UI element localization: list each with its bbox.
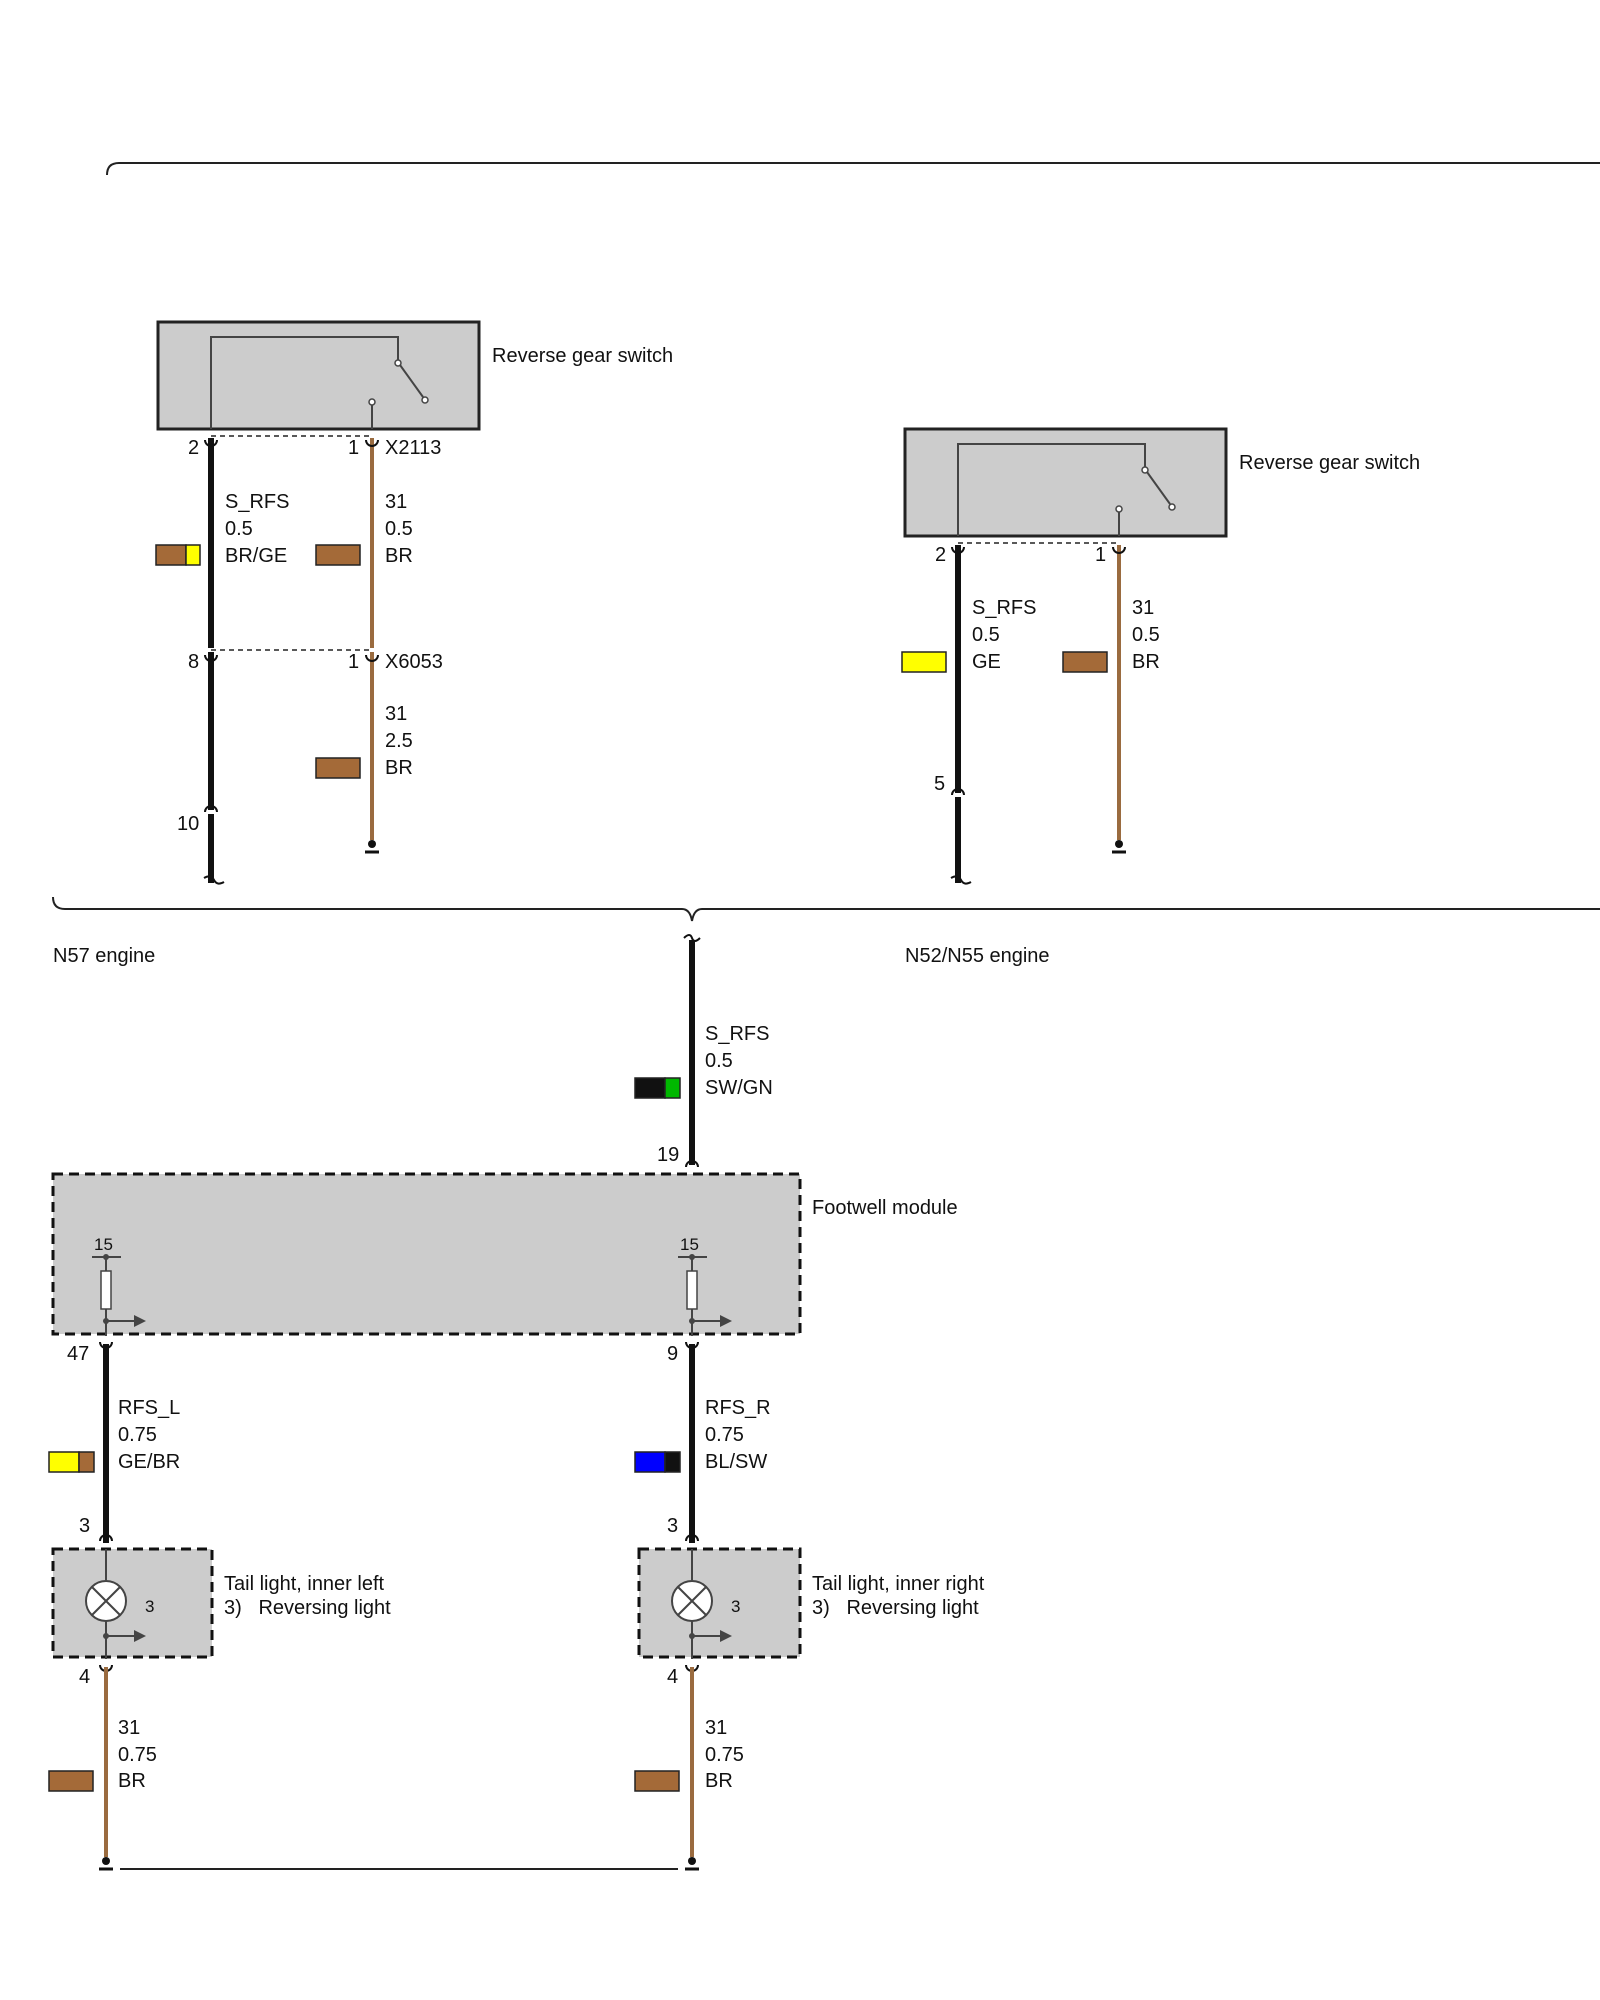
ground-left-signal: 31 — [118, 1717, 140, 1739]
n57-switch-title: Reverse gear switch — [492, 345, 673, 367]
rfs-r-signal: RFS_R — [705, 1397, 771, 1419]
n57-srfs-swatch-brown — [155, 544, 187, 566]
tail-right-note: 3) Reversing light — [812, 1597, 979, 1619]
ground-left-swatch — [48, 1770, 94, 1792]
rfs-l-color: GE/BR — [118, 1451, 180, 1473]
n57-reverse-gear-switch — [156, 320, 481, 431]
tail-left-pin-4: 4 — [79, 1666, 90, 1688]
n57-pin-1: 1 — [348, 437, 359, 459]
rfs-l-swatch-brown — [78, 1451, 95, 1473]
n57-31-bottom-size: 2.5 — [385, 730, 413, 752]
n57-srfs-size: 0.5 — [225, 518, 253, 540]
n52-switch-title: Reverse gear switch — [1239, 452, 1420, 474]
n52-srfs-swatch — [901, 651, 947, 673]
rfs-r-color: BL/SW — [705, 1451, 767, 1473]
common-srfs-size: 0.5 — [705, 1050, 733, 1072]
tail-left-bulb-icon — [85, 1549, 146, 1659]
tail-left-pin-3: 3 — [79, 1515, 90, 1537]
footwell-pin-47: 47 — [67, 1343, 89, 1365]
n57-pin-10: 10 — [177, 813, 199, 835]
tail-right-pin-3: 3 — [667, 1515, 678, 1537]
engine-variant-brace — [52, 896, 1600, 922]
n52-reverse-gear-switch — [903, 427, 1228, 538]
footwell-left-term: 15 — [94, 1235, 113, 1254]
n57-pin-2: 2 — [188, 437, 199, 459]
n57-31-bottom-signal: 31 — [385, 703, 407, 725]
ground-left-color: BR — [118, 1770, 146, 1792]
common-srfs-swatch-black — [634, 1077, 666, 1099]
n57-pin-8: 8 — [188, 651, 199, 673]
footwell-right-driver-icon — [678, 1254, 732, 1336]
rfs-l-swatch-yellow — [48, 1451, 80, 1473]
n57-31-swatch — [315, 544, 361, 566]
tail-light-right-box — [637, 1547, 802, 1659]
n52-pin-2: 2 — [935, 544, 946, 566]
n57-ground-icon — [365, 840, 379, 854]
common-srfs-signal: S_RFS — [705, 1023, 769, 1045]
footwell-left-driver-icon — [92, 1254, 146, 1336]
n57-srfs-signal: S_RFS — [225, 491, 289, 513]
ground-right-size: 0.75 — [705, 1744, 744, 1766]
rfs-r-swatch-black — [664, 1451, 681, 1473]
rfs-r-size: 0.75 — [705, 1424, 744, 1446]
footwell-pin-19: 19 — [657, 1144, 679, 1166]
n52-31-swatch — [1062, 651, 1108, 673]
n52-pin-1: 1 — [1095, 544, 1106, 566]
n52-ground-icon — [1112, 840, 1126, 854]
ground-left-size: 0.75 — [118, 1744, 157, 1766]
connector-x2113: X2113 — [385, 437, 441, 459]
n57-x6053-pin-1: 1 — [348, 651, 359, 673]
n52-pin-5: 5 — [934, 773, 945, 795]
n57-31-bottom-swatch — [315, 757, 361, 779]
n57-srfs-swatch-yellow — [185, 544, 201, 566]
top-bracket — [106, 162, 1600, 176]
n57-srfs-color: BR/GE — [225, 545, 287, 567]
ground-right-signal: 31 — [705, 1717, 727, 1739]
n57-31-signal: 31 — [385, 491, 407, 513]
tail-left-title: Tail light, inner left — [224, 1573, 385, 1595]
n52-31-signal: 31 — [1132, 597, 1154, 619]
n52-31-color: BR — [1132, 651, 1160, 673]
ground-right-color: BR — [705, 1770, 733, 1792]
rfs-l-size: 0.75 — [118, 1424, 157, 1446]
ground-left-icon — [99, 1857, 113, 1871]
n52-srfs-color: GE — [972, 651, 1001, 673]
n57-31-color: BR — [385, 545, 413, 567]
footwell-module — [51, 1172, 802, 1336]
n57-31-bottom-color: BR — [385, 757, 413, 779]
ground-right-swatch — [634, 1770, 680, 1792]
common-srfs-color: SW/GN — [705, 1077, 773, 1099]
tail-right-title: Tail light, inner right — [812, 1573, 985, 1595]
ground-right-icon — [685, 1857, 699, 1871]
footwell-pin-9: 9 — [667, 1343, 678, 1365]
tail-right-bulb-icon — [671, 1549, 732, 1659]
n57-engine-label: N57 engine — [53, 945, 155, 967]
n52-srfs-signal: S_RFS — [972, 597, 1036, 619]
footwell-title: Footwell module — [812, 1197, 958, 1219]
common-srfs-swatch-green — [664, 1077, 681, 1099]
n52-engine-label: N52/N55 engine — [905, 945, 1050, 967]
tail-left-bulb-ref: 3 — [145, 1597, 154, 1616]
tail-left-note: 3) Reversing light — [224, 1597, 391, 1619]
n52-31-size: 0.5 — [1132, 624, 1160, 646]
rfs-l-signal: RFS_L — [118, 1397, 180, 1419]
rfs-r-swatch-blue — [634, 1451, 666, 1473]
tail-right-bulb-ref: 3 — [731, 1597, 740, 1616]
tail-light-left-box — [51, 1547, 214, 1659]
connector-x6053: X6053 — [385, 651, 443, 673]
n57-31-size: 0.5 — [385, 518, 413, 540]
tail-right-pin-4: 4 — [667, 1666, 678, 1688]
footwell-right-term: 15 — [680, 1235, 699, 1254]
n52-srfs-size: 0.5 — [972, 624, 1000, 646]
